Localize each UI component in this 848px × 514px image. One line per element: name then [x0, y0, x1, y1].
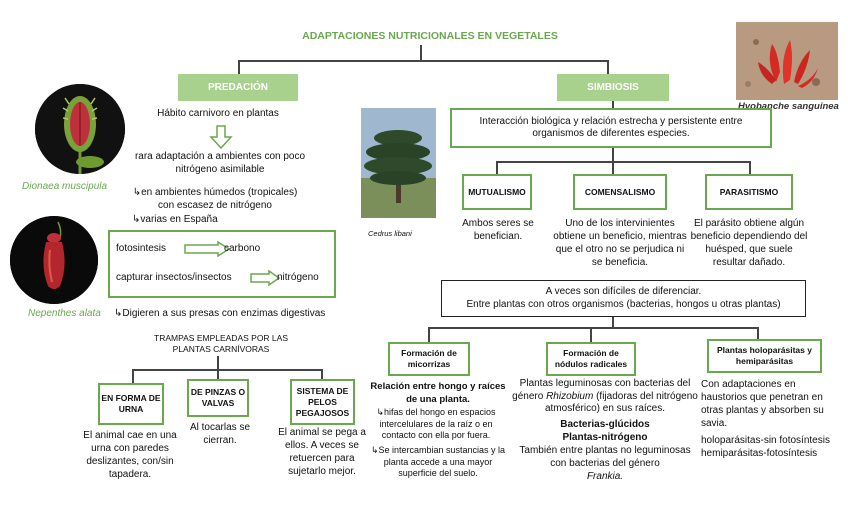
trap-pinzas-box: DE PINZAS O VALVAS [187, 379, 249, 417]
connector [238, 60, 608, 62]
connector [496, 161, 750, 163]
connector [132, 369, 322, 371]
habito-text: Hábito carnivoro en plantas [157, 108, 279, 119]
simbiosis-header: SIMBIOSIS [557, 74, 669, 101]
hyobanche-illustration [736, 22, 838, 100]
nodulos-desc-3: Plantas-nitrógeno [562, 432, 648, 443]
nodulos-box: Formación de nódulos radicales [546, 342, 636, 376]
rara-text: rara adaptación a ambientes con poco nit… [134, 151, 306, 175]
caption-dionaea: Dionaea muscipula [22, 181, 108, 192]
connector [612, 101, 614, 108]
trap-pelos-box: SISTEMA DE PELOS PEGAJOSOS [290, 379, 355, 425]
nepenthes-photo [10, 216, 98, 304]
comensalismo-box: COMENSALISMO [573, 174, 667, 210]
connector [428, 327, 430, 343]
trap-pinzas-desc: Al tocarlas se cierran. [189, 422, 251, 446]
predacion-header: PREDACIÓN [178, 74, 298, 101]
connector [496, 161, 498, 174]
connector [757, 327, 759, 339]
cedrus-photo [361, 108, 436, 218]
comensalismo-desc: Uno de los intervinientes obtiene un ben… [553, 218, 687, 268]
holo-desc-1: Con adaptaciones en haustorios que penet… [701, 379, 824, 429]
connector [590, 327, 592, 343]
trap-pelos-desc: El animal se pega a ellos. A veces se re… [278, 427, 366, 477]
micorrizas-title: Relación entre hongo y raíces de una pla… [370, 381, 506, 405]
mutualismo-desc: Ambos seres se benefician. [462, 218, 534, 242]
connector [749, 161, 751, 174]
right-arrow-icon [184, 240, 231, 258]
espana-text: ↳varias en España [132, 214, 218, 225]
micorrizas-box: Formación de micorrizas [388, 342, 470, 376]
mutualismo-box: MUTUALISMO [462, 174, 532, 210]
right-arrow-icon [250, 269, 281, 287]
plantas-line2: Entre plantas con otros organismos (bact… [466, 298, 781, 310]
connector [420, 45, 422, 61]
trap-urna-box: EN FORMA DE URNA [98, 383, 164, 425]
carbono-label: carbono [224, 243, 261, 254]
nepenthes-illustration [10, 216, 98, 304]
capturar-label: capturar insectos/insectos [116, 272, 232, 283]
connector [612, 148, 614, 162]
trap-urna-desc: El animal cae en una urna con paredes de… [83, 430, 177, 480]
dionaea-illustration [35, 84, 125, 174]
connector [217, 356, 219, 370]
holoparasitas-box: Plantas holoparásitas y hemiparásitas [707, 339, 822, 373]
nitrogeno-label: nitrógeno [277, 272, 319, 283]
parasitismo-desc: El parásito obtiene algún beneficio depe… [690, 218, 808, 268]
nodulos-desc-1a: Plantas leguminosas con bacterias del gé… [512, 378, 691, 402]
micorrizas-desc-2: ↳Se intercambian sustancias y la planta … [370, 445, 506, 478]
nodulos-desc-1: Plantas leguminosas con bacterias del gé… [512, 378, 698, 416]
nodulos-frankia: Frankia. [586, 471, 624, 482]
dionaea-photo [35, 84, 125, 174]
caption-cedrus: Cedrus libani [368, 229, 412, 238]
plantas-line1: A veces son difíciles de diferenciar. [545, 286, 702, 297]
connector [321, 369, 323, 380]
nodulos-desc-4: También entre plantas no leguminosas con… [519, 445, 691, 469]
nodulos-desc-2: Bacterias-glúcidos [560, 419, 650, 430]
holo-desc-3: hemiparásitas-fotosíntesis [701, 448, 818, 459]
fotosintesis-label: fotosintesis [116, 243, 167, 254]
parasitismo-box: PARASITISMO [705, 174, 793, 210]
nodulos-desc-1c: (fijadoras del nitrógeno atmosférico) en… [544, 390, 698, 415]
holo-desc-2: holoparásitas-sin fotosíntesis [701, 435, 830, 446]
connector [217, 369, 219, 380]
trampas-heading: TRAMPAS EMPLEADAS POR LAS PLANTAS CARNÍV… [154, 333, 288, 354]
connector [132, 369, 134, 383]
nodulos-rhizobium: Rhizobium [546, 390, 594, 402]
connector [238, 60, 240, 74]
connector [607, 60, 609, 74]
down-arrow-icon [209, 125, 233, 150]
cedrus-illustration [361, 108, 436, 218]
page-title: ADAPTACIONES NUTRICIONALES EN VEGETALES [302, 30, 558, 42]
connector [428, 327, 758, 329]
caption-hyobanche: Hyobanche sanguinea [738, 101, 839, 112]
simbiosis-definition-box: Interacción biológica y relación estrech… [450, 108, 772, 148]
micorrizas-desc-1: ↳hifas del hongo en espacios intercelula… [376, 407, 496, 440]
digieren-text: ↳Digieren a sus presas con enzimas diges… [114, 308, 326, 319]
connector [612, 161, 614, 174]
connector [612, 317, 614, 328]
caption-nepenthes: Nepenthes alata [28, 308, 101, 319]
ambientes-text: ↳en ambientes húmedos (tropicales) con e… [132, 187, 298, 211]
nutrition-box: fotosintesis carbono capturar insectos/i… [108, 230, 336, 298]
plantas-otros-box: A veces son difíciles de diferenciar. En… [441, 280, 806, 317]
hyobanche-photo [736, 22, 838, 100]
